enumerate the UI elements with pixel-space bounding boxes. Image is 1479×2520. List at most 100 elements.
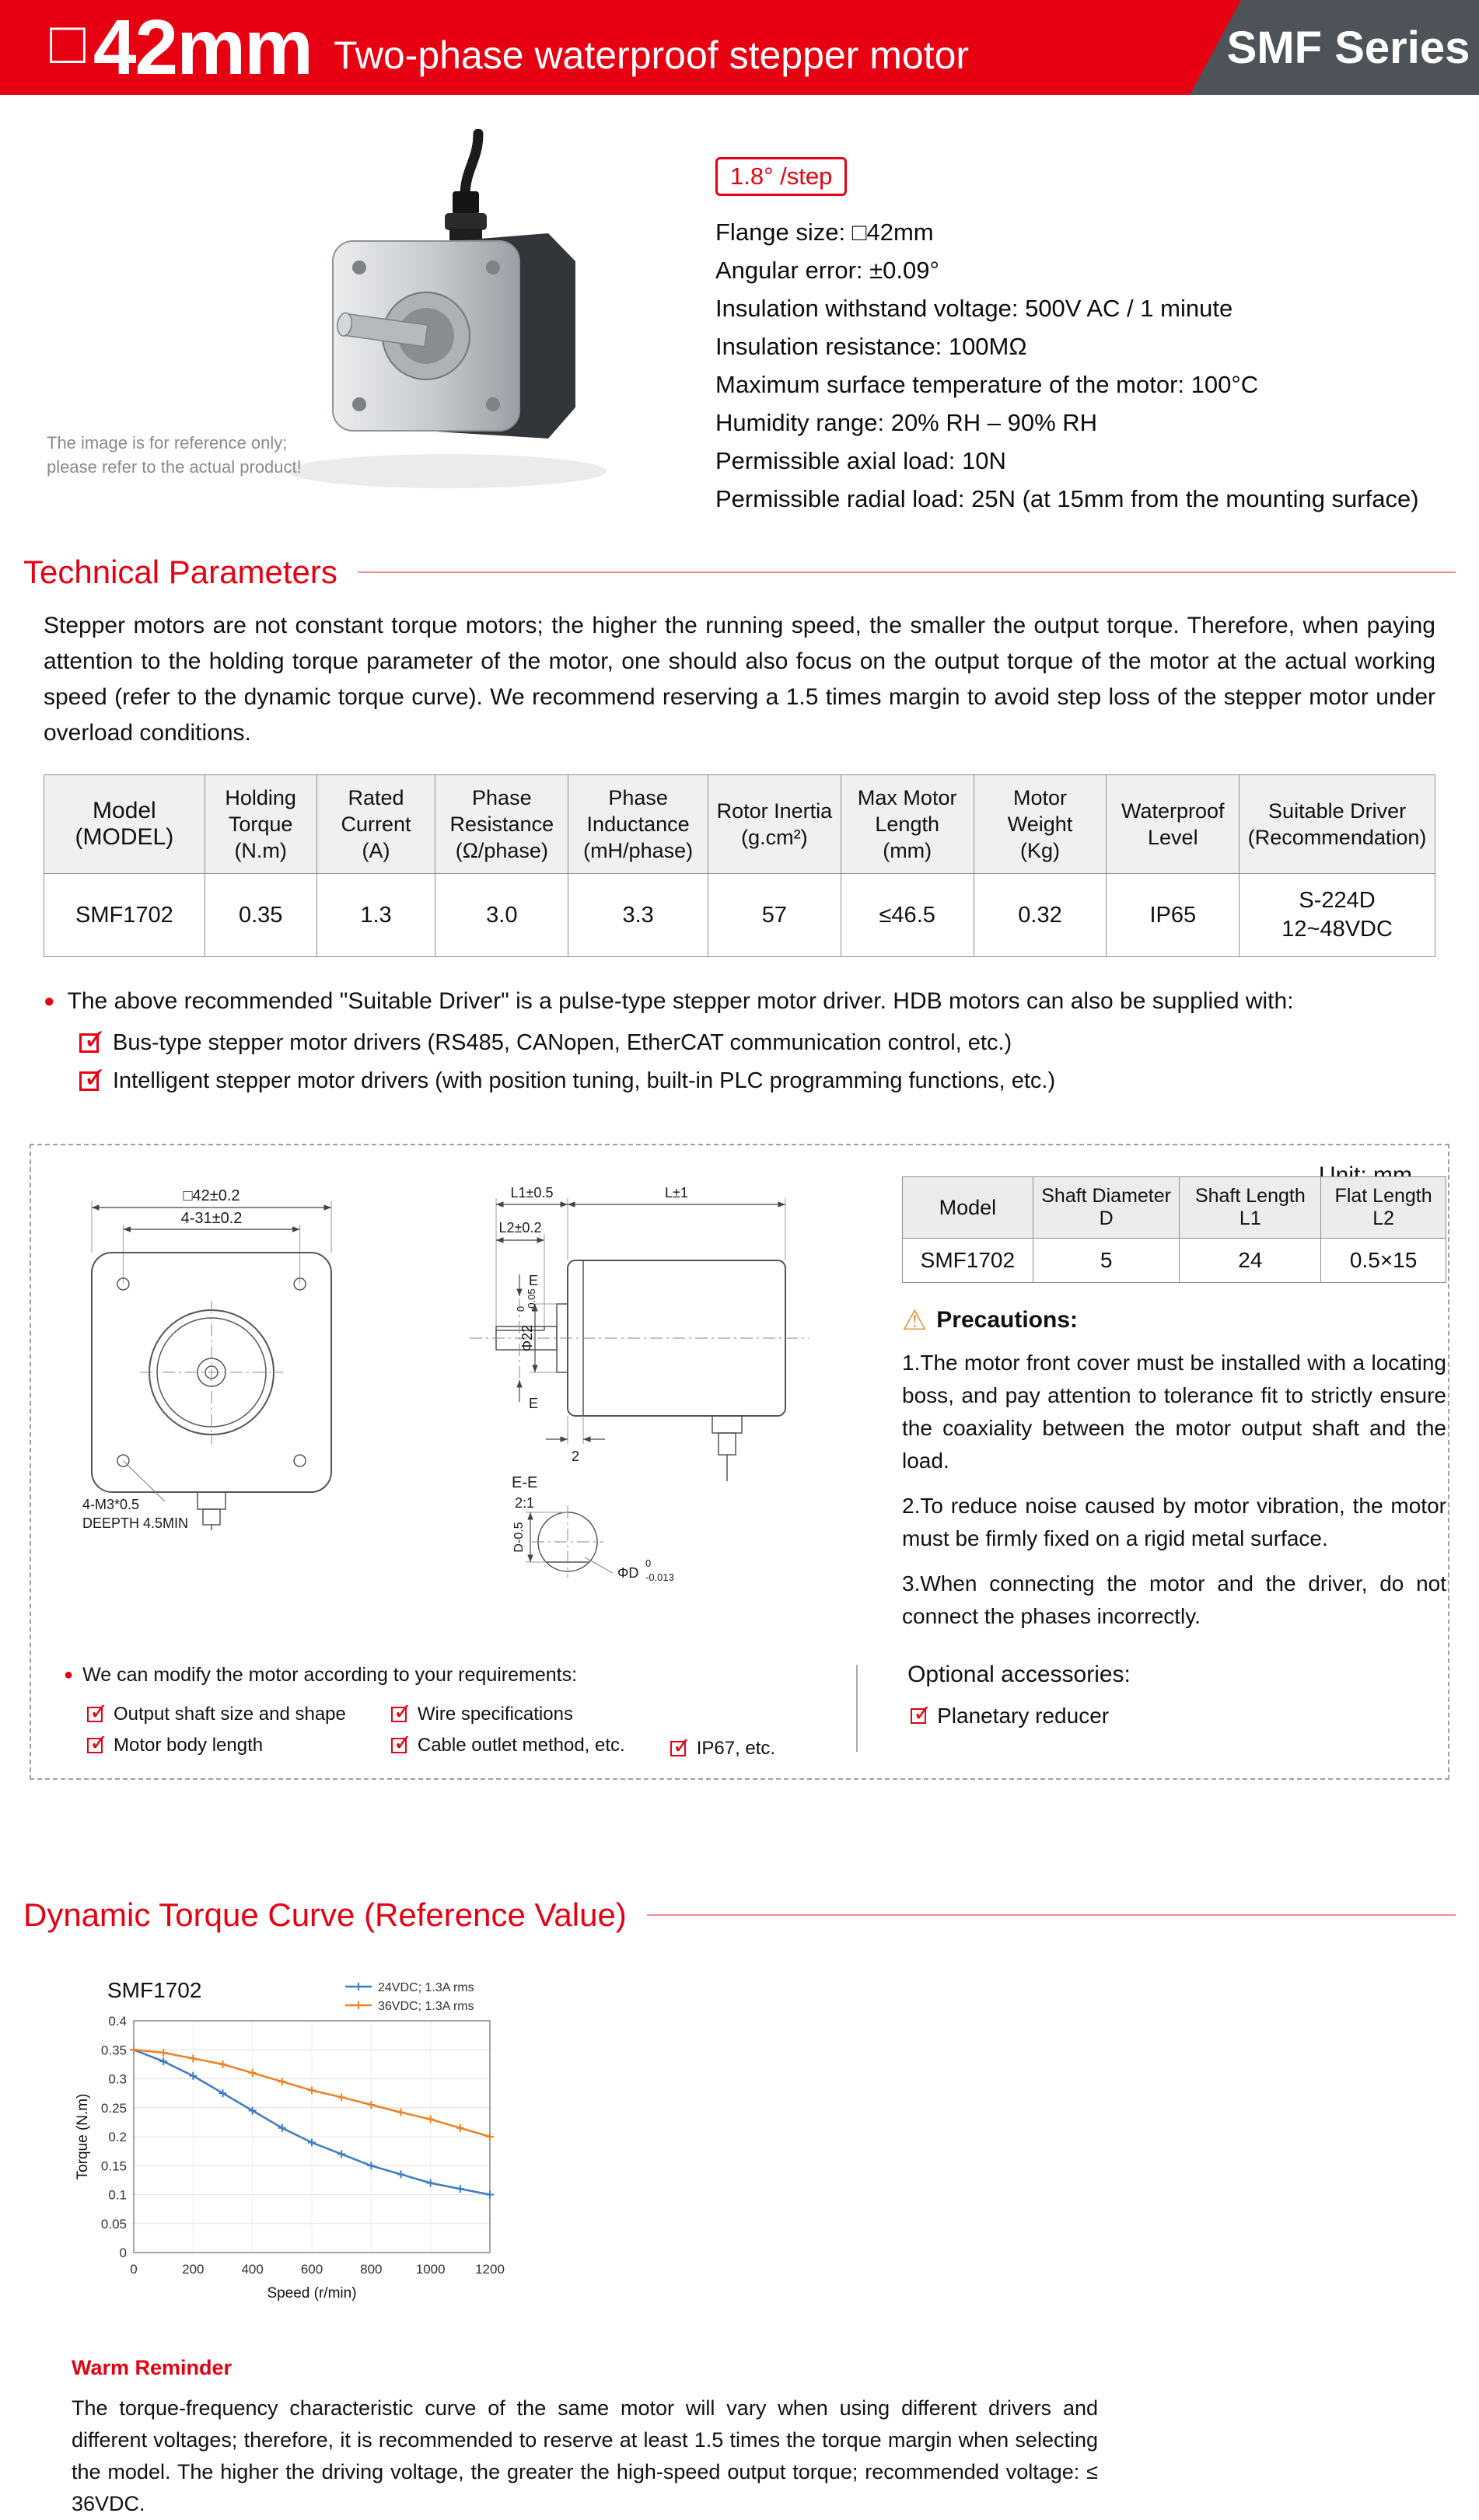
param-cell-model: SMF1702 (44, 873, 205, 957)
modify-note: We can modify the motor according to you… (82, 1664, 578, 1686)
check-mark-icon: ✓ (393, 1731, 413, 1756)
modify-col-1: ✓ Output shaft size and shape ✓ Motor bo… (87, 1694, 346, 1760)
key-specs: 1.8° /step Flange size: □42mm Angular er… (715, 129, 1432, 518)
warning-icon: ⚠ (902, 1304, 928, 1336)
shaft-header-diameter: Shaft Diameter D (1032, 1176, 1180, 1239)
svg-text:0: 0 (120, 2246, 127, 2260)
modify-block: ● We can modify the motor according to y… (64, 1662, 820, 1760)
svg-text:0.4: 0.4 (108, 2014, 127, 2029)
warm-reminder-title: Warm Reminder (72, 2356, 233, 2379)
param-cell-waterproof: IP65 (1106, 873, 1240, 957)
param-cell-phase-inductance: 3.3 (568, 873, 708, 957)
section-title-technical: Technical Parameters (23, 554, 337, 590)
checkbox-icon: ✓ (79, 1023, 107, 1055)
shaft-cell-model: SMF1702 (902, 1238, 1033, 1283)
check-mark-icon: ✓ (83, 1023, 107, 1055)
parameters-table: Model (MODEL) Holding Torque (N.m) Rated… (44, 774, 1435, 957)
svg-text:0.35: 0.35 (101, 2043, 127, 2057)
cut-label-top: E (529, 1273, 538, 1288)
bullet-icon: ● (64, 1666, 74, 1683)
modify-option-label: Output shaft size and shape (114, 1704, 346, 1725)
series-badge: SMF Series (1190, 0, 1479, 95)
svg-text:0: 0 (130, 2262, 137, 2277)
bullet-icon: ● (44, 991, 55, 1012)
product-photo-area: The image is for reference only; please … (47, 129, 715, 502)
param-header-phase-resistance: Phase Resistance (Ω/phase) (435, 774, 569, 874)
svg-text:Torque (N.m): Torque (N.m) (75, 2094, 91, 2180)
modify-option-label: Wire specifications (417, 1704, 573, 1725)
thread-note-line2: DEEPTH 4.5MIN (82, 1515, 188, 1531)
boss-tol-lower: -0.05 (526, 1288, 537, 1312)
driver-note: The above recommended "Suitable Driver" … (67, 988, 1294, 1014)
technical-intro: Stepper motors are not constant torque m… (44, 613, 1435, 746)
accessory-option: ✓ Planetary reducer (911, 1701, 1131, 1728)
param-cell-rotor-inertia: 57 (708, 873, 841, 957)
flange-square-icon: □ (50, 9, 86, 76)
param-header-weight: Motor Weight (Kg) (973, 774, 1107, 874)
param-cell-driver: S-224D 12~48VDC (1239, 873, 1435, 957)
check-mark-icon: ✓ (89, 1700, 109, 1725)
modify-note-row: ● We can modify the motor according to y… (64, 1662, 820, 1688)
svg-text:36VDC; 1.3A rms: 36VDC; 1.3A rms (378, 2000, 474, 2013)
shaft-data-row: SMF1702 5 24 0.5×15 (902, 1238, 1446, 1283)
page-header: □ 42mm Two-phase waterproof stepper moto… (0, 0, 1479, 95)
checkbox-icon: ✓ (87, 1731, 108, 1756)
boss-tol-upper: 0 (515, 1306, 526, 1312)
check-mark-icon: ✓ (89, 1731, 109, 1756)
checkbox-icon: ✓ (79, 1061, 107, 1093)
driver-option-bus: ✓ Bus-type stepper motor drivers (RS485,… (79, 1023, 1435, 1056)
cut-label-bottom: E (529, 1396, 538, 1411)
options-divider (856, 1665, 858, 1752)
shaft-header-row: Model Shaft Diameter D Shaft Length L1 F… (902, 1176, 1446, 1239)
param-header-rated-current: Rated Current (A) (316, 774, 436, 874)
param-cell-holding-torque: 0.35 (204, 873, 317, 957)
param-header-rotor-inertia: Rotor Inertia (g.cm²) (708, 774, 841, 874)
dim-holes-label: 4-31±0.2 (181, 1210, 243, 1227)
customization-row: ● We can modify the motor according to y… (64, 1662, 1415, 1760)
front-view-drawing: □42±0.2 4-31±0.2 4-M3*0.5 DEEPTH 4.5MIN (82, 1189, 332, 1531)
driver-option-intelligent: ✓ Intelligent stepper motor drivers (wit… (79, 1061, 1435, 1094)
spec-line-radial-load: Permissible radial load: 25N (at 15mm fr… (715, 485, 1419, 512)
checkbox-icon: ✓ (390, 1731, 412, 1756)
dim-l1-label: L1±0.5 (511, 1185, 554, 1201)
step-angle-badge: 1.8° /step (715, 157, 848, 196)
shaft-cell-diameter: 5 (1032, 1238, 1180, 1283)
dim-flange-label: □42±0.2 (183, 1189, 240, 1204)
spec-line-axial-load: Permissible axial load: 10N (715, 447, 1006, 474)
side-view-drawing: L1±0.5 L±1 L2±0.2 Φ22 0 -0.05 E E 2 (470, 1185, 809, 1583)
param-header-phase-inductance: Phase Inductance (mH/phase) (568, 774, 708, 874)
section-scale: 2:1 (515, 1495, 534, 1511)
warm-reminder-text: The torque-frequency characteristic curv… (72, 2396, 1098, 2515)
modify-option-label: IP67, etc. (696, 1738, 776, 1759)
driver-option-label: Intelligent stepper motor drivers (with … (113, 1068, 1056, 1093)
modify-option: ✓ Motor body length (87, 1731, 346, 1756)
spec-line-max-temperature: Maximum surface temperature of the motor… (715, 371, 1259, 398)
check-mark-icon: ✓ (83, 1061, 107, 1093)
checkbox-icon: ✓ (390, 1700, 412, 1725)
precautions-heading: ⚠ Precautions: (902, 1306, 1446, 1334)
accessories-title: Optional accessories: (907, 1662, 1131, 1687)
page-title-subtitle: Two-phase waterproof stepper motor (333, 33, 970, 77)
heading-rule (357, 571, 1456, 573)
dim-l-label: L±1 (665, 1185, 688, 1201)
svg-text:0.25: 0.25 (101, 2101, 127, 2116)
dimensions-right-column: Model Shaft Diameter D Shaft Length L1 F… (902, 1176, 1446, 1633)
shaft-header-model: Model (902, 1176, 1033, 1239)
param-cell-phase-resistance: 3.0 (435, 873, 569, 957)
shaft-tol-lower: -0.013 (645, 1571, 674, 1583)
spec-line-humidity: Humidity range: 20% RH – 90% RH (715, 409, 1098, 436)
svg-text:400: 400 (241, 2262, 263, 2277)
shaft-cell-length: 24 (1179, 1238, 1322, 1283)
checkbox-icon: ✓ (670, 1734, 691, 1759)
shaft-table: Model Shaft Diameter D Shaft Length L1 F… (902, 1176, 1446, 1283)
svg-text:200: 200 (182, 2262, 204, 2277)
torque-curve-heading: Dynamic Torque Curve (Reference Value) (23, 1896, 1456, 1934)
modify-option: ✓ Cable outlet method, etc. (390, 1731, 625, 1756)
precaution-item-2: 2.To reduce noise caused by motor vibrat… (902, 1494, 1446, 1550)
modify-option-label: Motor body length (114, 1735, 264, 1756)
checkbox-icon: ✓ (911, 1701, 932, 1726)
series-label: SMF Series (1226, 22, 1470, 73)
modify-option-label: Cable outlet method, etc. (417, 1735, 625, 1756)
